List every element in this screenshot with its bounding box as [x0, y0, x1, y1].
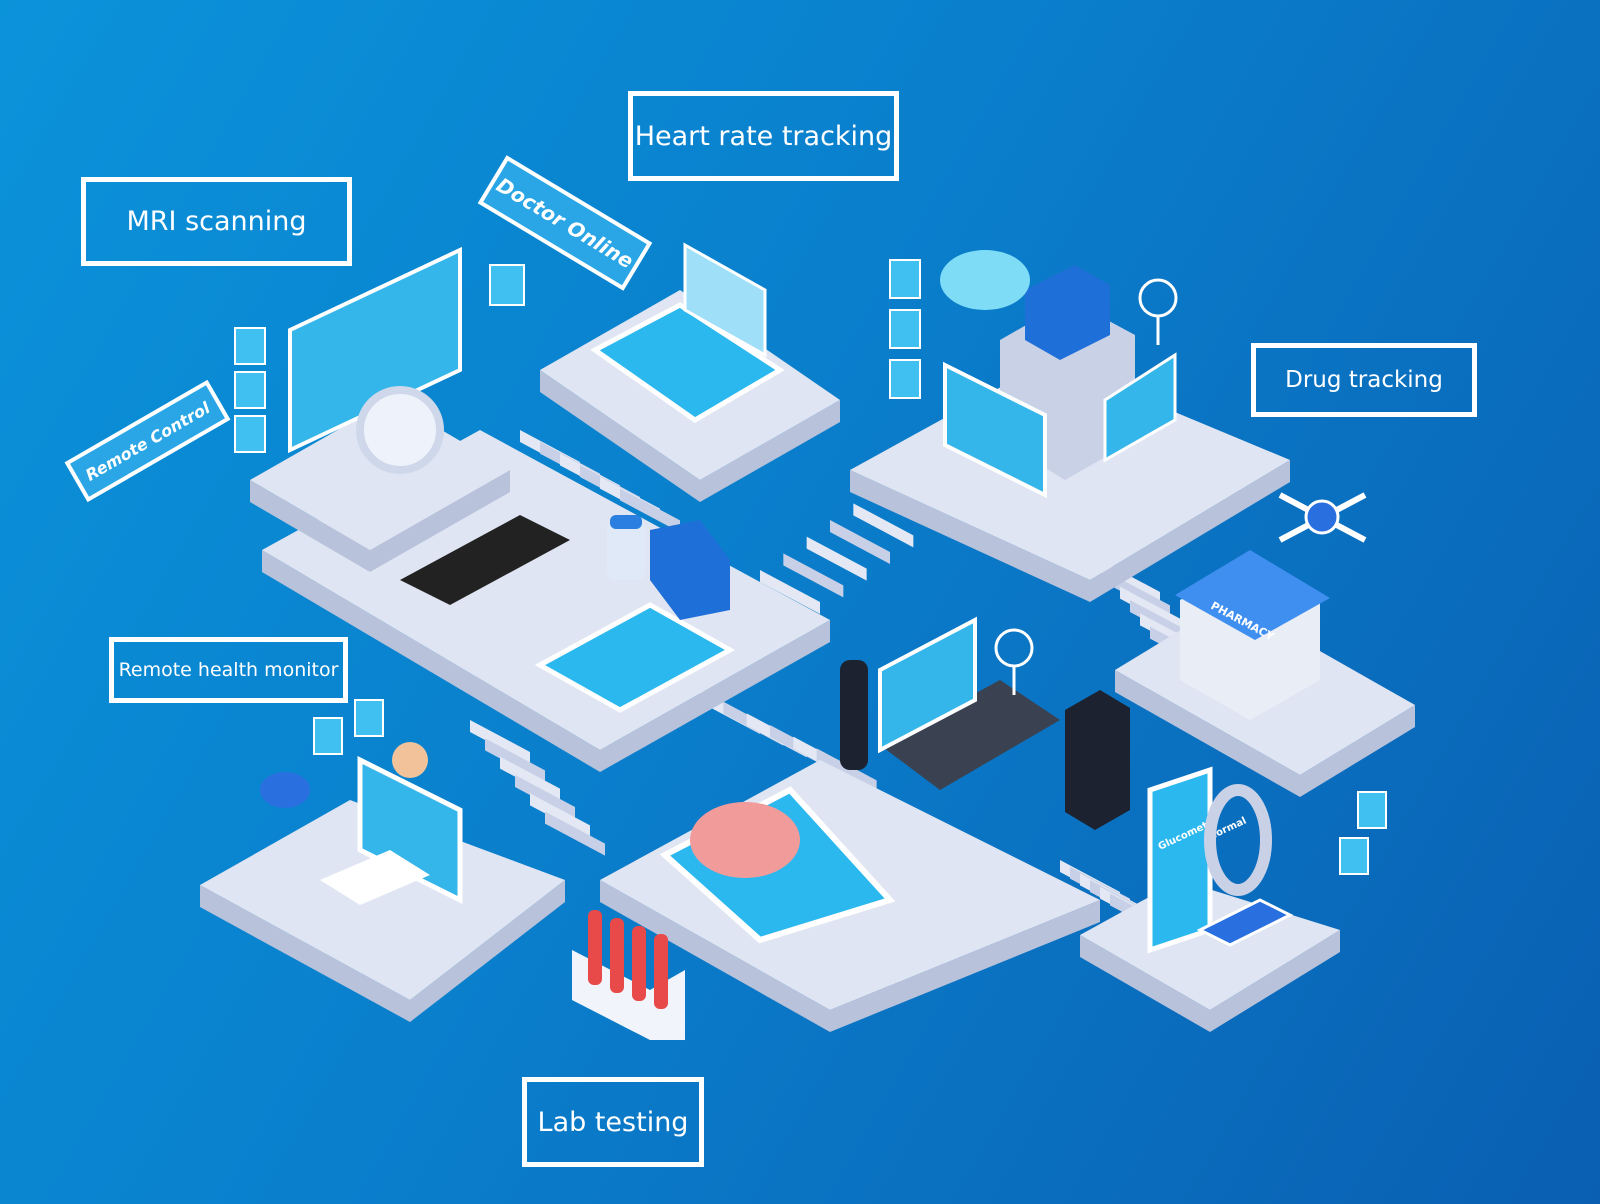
platform-drug-tracking-side — [850, 460, 1290, 602]
first-aid-kit — [650, 520, 730, 620]
phone-screen — [534, 602, 736, 713]
mri-screen — [288, 246, 462, 454]
flask-icon — [234, 415, 266, 453]
platform-remote-monitor-side — [200, 880, 565, 1022]
microscope — [840, 660, 868, 770]
smart-watch — [1204, 784, 1272, 896]
laptop-screen — [878, 616, 977, 754]
stair-step — [500, 756, 560, 801]
platform-heart-rate-side — [540, 370, 840, 502]
document-icon — [234, 327, 266, 365]
medical-case — [1025, 265, 1110, 360]
mri-scanning-label: MRI scanning — [81, 177, 352, 266]
glucometer-device — [1196, 898, 1294, 947]
stair-step — [760, 570, 820, 614]
laptop — [880, 680, 1060, 790]
stair-step — [545, 811, 605, 856]
wifi-icon — [994, 628, 1034, 695]
medicine-bottle — [607, 520, 645, 580]
brain-image — [690, 802, 800, 878]
drop-icon — [889, 259, 921, 299]
platform-pharmacy-side — [1115, 670, 1415, 797]
wifi-icon — [1138, 278, 1178, 345]
glucometer-phone — [1147, 766, 1213, 954]
laptop-screen — [1103, 352, 1177, 463]
platform-mri — [250, 400, 510, 550]
platform-glucometer-side — [1080, 930, 1340, 1032]
scissors-icon — [234, 371, 266, 409]
stair-step — [806, 536, 867, 581]
flask-icon — [1339, 837, 1369, 875]
platform-central-side — [262, 550, 830, 772]
keyboard — [320, 850, 430, 905]
stair-step — [530, 793, 590, 838]
test-tubes — [588, 910, 668, 1009]
mri-scanner — [356, 386, 444, 474]
platform-remote-monitor — [200, 800, 565, 1000]
stair-step — [515, 775, 575, 819]
stair-step — [830, 520, 890, 564]
fridge — [1065, 690, 1130, 830]
lamp — [260, 772, 310, 808]
monitor-screen — [943, 361, 1047, 499]
platform-lab-side — [600, 880, 1100, 1032]
stair-step — [620, 488, 680, 533]
cloud-icon — [940, 250, 1030, 310]
medkit-icon — [489, 264, 525, 306]
stair-step — [853, 503, 914, 548]
drug-tracking-label: Drug tracking — [1251, 343, 1477, 417]
stair-step — [783, 553, 844, 598]
plus-icon — [889, 309, 921, 349]
dna-screen — [683, 242, 767, 358]
remote-health-monitor-label: Remote health monitor — [109, 637, 348, 703]
lab-testing-label: Lab testing — [522, 1077, 704, 1167]
monitor-screen — [357, 755, 463, 905]
phone-screen — [590, 302, 785, 423]
microscope-icon — [889, 359, 921, 399]
stair-step — [470, 720, 530, 764]
doctor-avatar — [392, 742, 428, 778]
plus-icon — [354, 699, 384, 737]
heart-rate-tracking-label: Heart rate tracking — [628, 91, 899, 181]
stair-step — [485, 738, 545, 783]
platform-mri-side — [250, 470, 510, 572]
office-desk — [400, 515, 570, 605]
stethoscope-icon — [313, 717, 343, 755]
plus-icon — [1357, 791, 1387, 829]
